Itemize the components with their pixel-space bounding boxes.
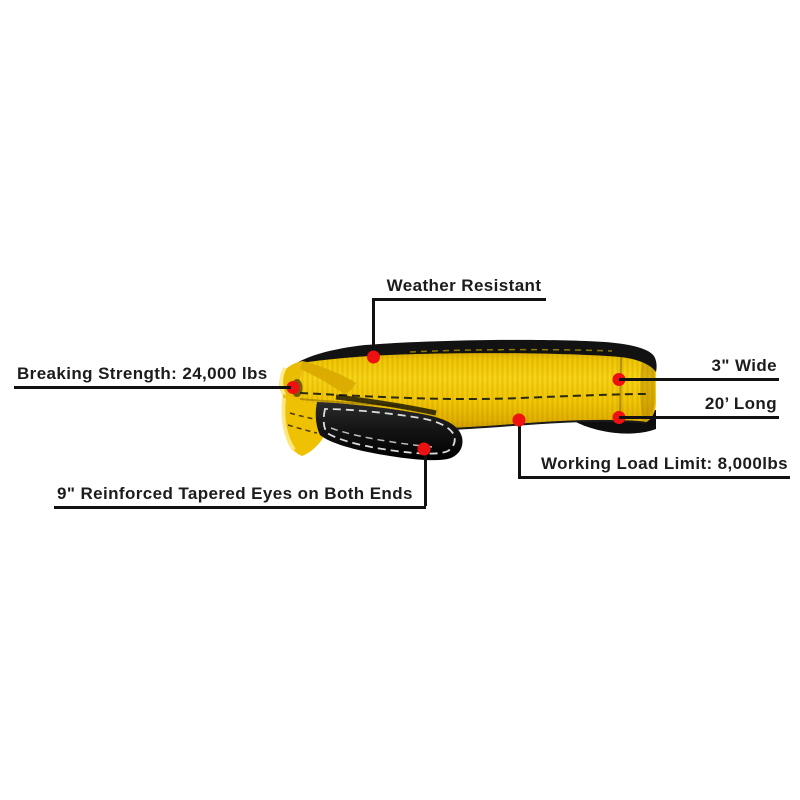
callout-label-tapered-eyes: 9" Reinforced Tapered Eyes on Both Ends	[54, 482, 426, 509]
callout-dot-weather	[367, 350, 380, 364]
callout-label-width: 3" Wide	[619, 354, 779, 381]
strap-tail	[281, 394, 323, 456]
callout-label-breaking-strength: Breaking Strength: 24,000 lbs	[14, 362, 291, 389]
callout-dot-tapered-eyes	[417, 442, 431, 456]
eye-stitching	[322, 408, 456, 455]
callout-lines	[372, 301, 521, 506]
callout-label-length: 20’ Long	[619, 392, 779, 419]
callout-label-weather: Weather Resistant	[372, 274, 546, 301]
callout-label-working-load-limit: Working Load Limit: 8,000lbs	[518, 452, 790, 479]
stitch-line	[299, 392, 647, 401]
callout-dot-working-load	[512, 413, 526, 427]
callout-dot-breaking-strength	[286, 381, 300, 394]
strap-top-edge	[295, 339, 657, 372]
fold-shadow	[335, 394, 437, 416]
